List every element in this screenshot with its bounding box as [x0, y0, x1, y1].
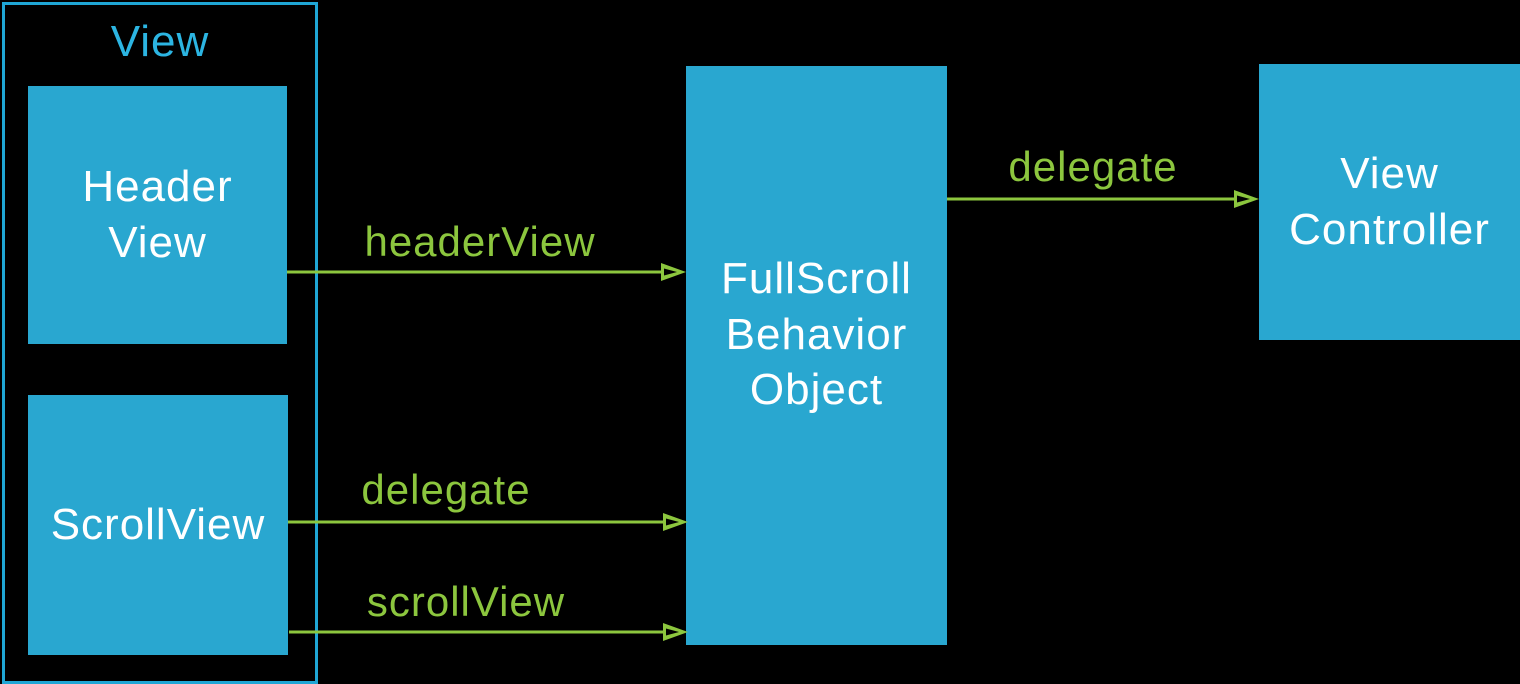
node-scroll-view-label: ScrollView [51, 497, 266, 553]
node-scroll-view: ScrollView [28, 395, 288, 655]
node-fullscroll-label: FullScroll Behavior Object [721, 251, 912, 419]
arrow-delegate-left [288, 513, 688, 531]
arrow-label-scrollview: scrollView [366, 578, 566, 625]
node-fullscroll-behavior-object: FullScroll Behavior Object [686, 66, 947, 645]
node-label-line: Controller [1289, 205, 1490, 254]
arrow-delegate-right [947, 190, 1259, 208]
node-label-line: Header [82, 162, 233, 212]
node-view-controller-label: View Controller [1289, 146, 1490, 258]
node-header-view-label: Header View [82, 159, 232, 271]
view-group-label: View [110, 17, 210, 66]
node-label-line: FullScroll [721, 253, 912, 303]
node-header-view: Header View [28, 86, 287, 344]
node-label-line: Object [749, 365, 884, 415]
node-label-line: View [1340, 149, 1439, 199]
node-label-line: View [108, 218, 207, 267]
view-group-frame: View [2, 2, 318, 684]
node-view-controller: View Controller [1259, 64, 1520, 340]
arrow-label-headerview: headerView [364, 218, 596, 265]
arrow-label-delegate-left: delegate [361, 466, 531, 513]
node-label-line: Behavior [725, 309, 908, 359]
node-label-line: ScrollView [50, 500, 266, 550]
arrow-label-delegate-right: delegate [1008, 143, 1178, 190]
